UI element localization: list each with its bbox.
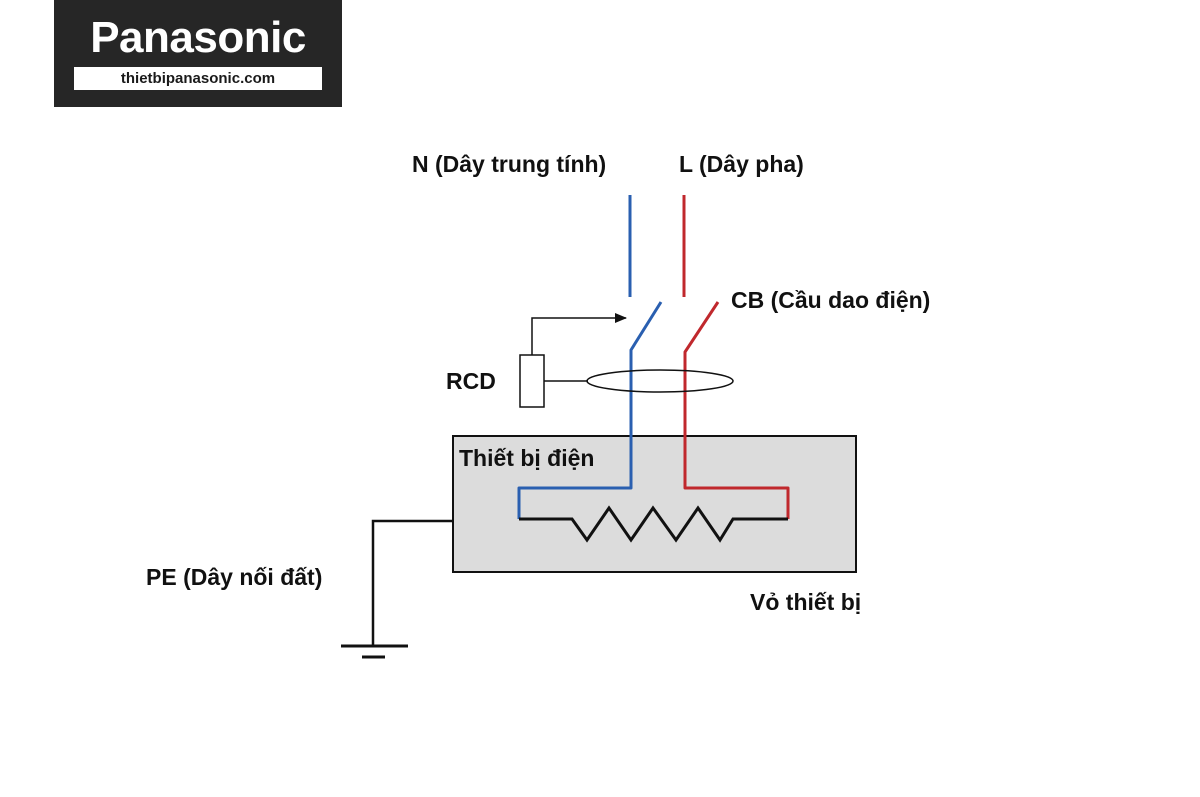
panasonic-logo: Panasonic thietbipanasonic.com (54, 0, 342, 107)
ground-symbol-icon (341, 644, 408, 659)
neutral-wire (517, 195, 663, 519)
live-wire (682, 195, 790, 519)
pe-ground-wire (371, 519, 453, 646)
label-device: Thiết bị điện (459, 445, 594, 471)
label-pe: PE (Dây nối đất) (146, 564, 322, 590)
label-live: L (Dây pha) (679, 151, 804, 177)
logo-brand-text: Panasonic (90, 13, 306, 62)
resistor-element (519, 505, 788, 543)
rcd-box (519, 354, 545, 408)
label-circuit-breaker: CB (Cầu dao điện) (731, 287, 930, 313)
logo-url-text: thietbipanasonic.com (74, 67, 322, 90)
rcd-trip-arrow (531, 313, 627, 355)
label-rcd: RCD (446, 368, 496, 394)
label-enclosure: Vỏ thiết bị (750, 589, 861, 615)
label-neutral: N (Dây trung tính) (412, 151, 606, 177)
current-transformer-ring (586, 369, 734, 393)
